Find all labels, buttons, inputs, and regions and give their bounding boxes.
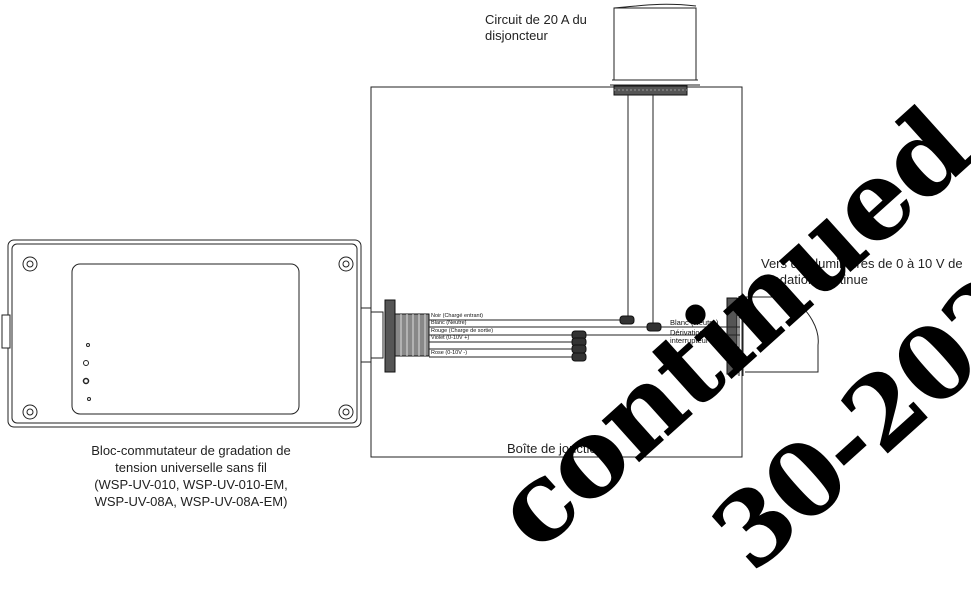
wire-label-violet: Violet (0-10V +) (431, 335, 470, 341)
device-label-line4: WSP-UV-08A, WSP-UV-08A-EM) (94, 494, 288, 509)
breaker-label-text: Circuit de 20 A du disjoncteur (485, 12, 587, 43)
wire-label-black: Noir (Chargé entrant) (431, 313, 483, 319)
dimmer-device (1, 239, 430, 428)
device-label-line3: (WSP-UV-010, WSP-UV-010-EM, (94, 477, 288, 492)
breaker-label: Circuit de 20 A du disjoncteur (485, 12, 605, 44)
wire-label-red: Rouge (Charge de sortie) (431, 328, 494, 334)
blanc-neutre-right-label: Blanc (Neutre) (670, 318, 719, 327)
device-label: Bloc-commutateur de gradation de tension… (48, 442, 334, 510)
luminaires-label: Vers des luminaires de 0 à 10 V de grada… (761, 256, 969, 288)
wire-nuts (571, 315, 662, 362)
derivation-label: Dérivation pour interrupteur (670, 328, 721, 345)
wiring-diagram (1, 3, 819, 458)
device-label-line1: Bloc-commutateur de gradation de (91, 443, 291, 458)
junction-box-label: Boîte de jonction (507, 441, 604, 456)
wire-label-white: Blanc (Neutre) (431, 320, 467, 326)
wire-label-pink: Rose (0-10V -) (431, 350, 468, 356)
breaker-conduit (610, 3, 700, 96)
luminaire-conduit (726, 296, 819, 376)
luminaires-label-text: Vers des luminaires de 0 à 10 V de grada… (761, 256, 963, 287)
junction-box (370, 86, 743, 458)
device-label-line2: tension universelle sans fil (115, 460, 267, 475)
